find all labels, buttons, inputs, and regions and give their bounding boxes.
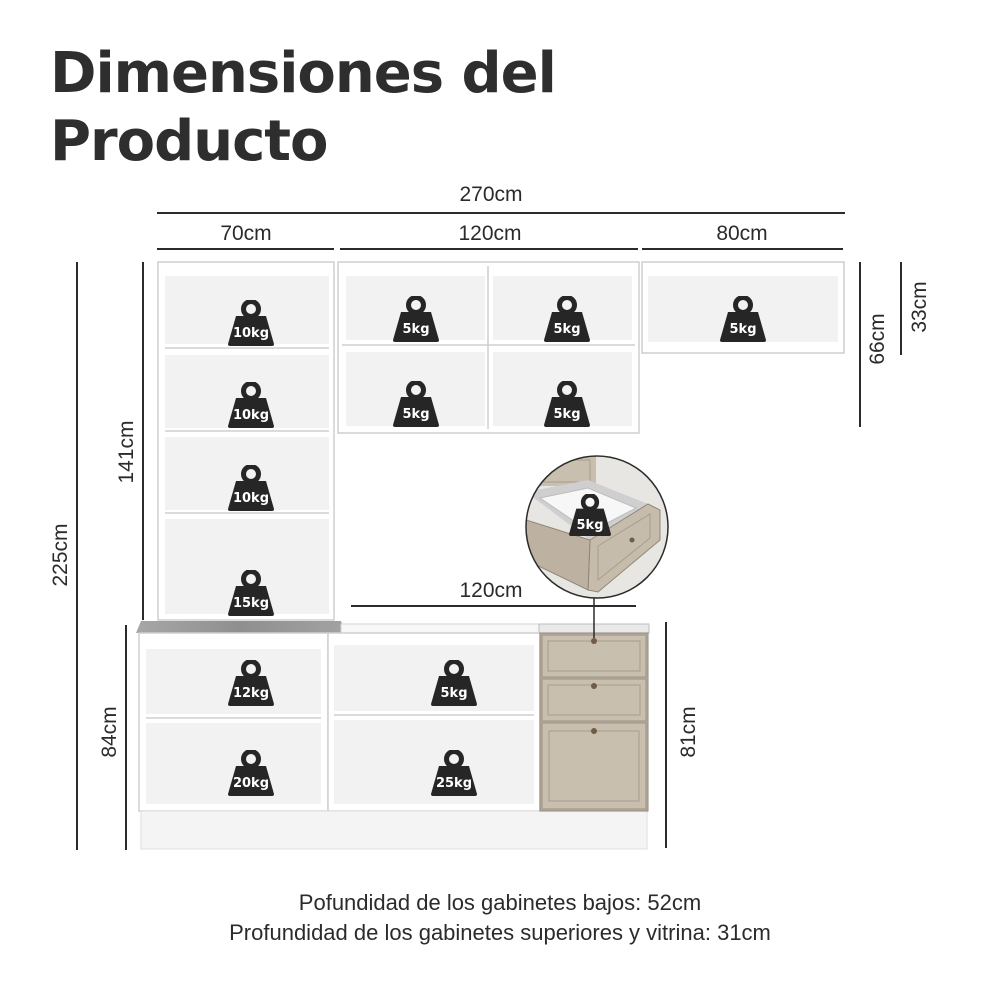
weight-label: 5kg [554,407,581,422]
knob-icon [591,683,597,689]
title-line-1: Dimensiones del [50,41,557,106]
weight-label: 20kg [233,776,269,791]
dimension-lines [76,212,902,850]
total-width-label: 270cm [459,183,522,206]
knob-icon [591,728,597,734]
weight-label: 5kg [403,407,430,422]
countertop-mid [340,623,542,634]
weight-label: 12kg [233,686,269,701]
tall-width-label: 70cm [220,222,271,245]
page-title: Dimensiones del Producto [50,40,557,176]
weight-label: 5kg [730,322,757,337]
upper-right-width-label: 80cm [716,222,767,245]
drawer-detail-callout [525,455,669,638]
weight-label: 10kg [233,491,269,506]
weight-label: 10kg [233,408,269,423]
lower-mid-width-label: 120cm [459,579,522,602]
weight-label: 5kg [403,322,430,337]
title-line-2: Producto [50,109,329,174]
weight-label: 25kg [436,776,472,791]
drawer-unit [539,632,649,812]
weight-label: 5kg [441,686,468,701]
weight-label: 5kg [577,518,604,533]
tall-upper-height-label: 141cm [115,420,138,483]
depth-notes: Pofundidad de los gabinetes bajos: 52cm … [0,888,1000,948]
door-front [541,722,647,810]
lower-height-label: 84cm [98,706,121,757]
plinth [140,810,648,850]
lower-depth-note: Pofundidad de los gabinetes bajos: 52cm [298,890,702,915]
drawer-unit-height-label: 81cm [677,706,700,757]
knob-icon [591,638,597,644]
upper-mid-cabinet [337,261,640,434]
weight-label: 5kg [554,322,581,337]
wall-unit-height-label: 66cm [866,313,889,364]
upper-depth-note: Profundidad de los gabinetes superiores … [229,920,771,945]
weight-icons: 10kg 10kg 10kg 15kg 5kg 5kg 5kg 5kg 5kg … [228,298,766,797]
weight-label: 15kg [233,596,269,611]
countertop-left [136,621,345,633]
upper-mid-width-label: 120cm [458,222,521,245]
weight-label: 10kg [233,326,269,341]
total-height-label: 225cm [49,523,72,586]
wall-unit-inner-label: 33cm [908,281,931,332]
